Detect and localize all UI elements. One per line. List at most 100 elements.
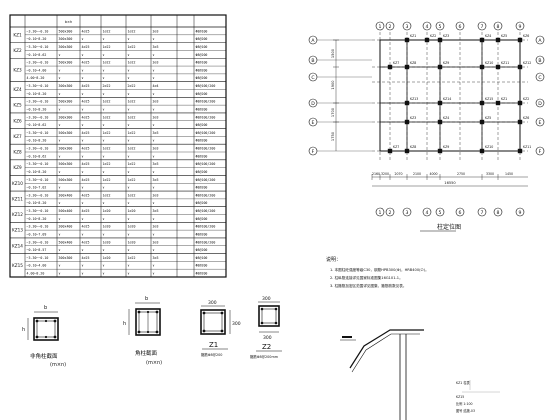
column-mark	[437, 37, 443, 43]
table-cell: ∨	[153, 264, 155, 268]
section-outline	[200, 309, 226, 335]
table-cell: Φ8@100	[196, 256, 208, 260]
table-cell: Φ8@100/200	[196, 240, 216, 244]
table-cell: 1∅20	[103, 209, 111, 213]
table-cell: ∨	[82, 272, 84, 276]
table-cell: −3.30~−0.10	[27, 225, 49, 229]
table-cell: Φ8@200	[196, 107, 208, 111]
column-mark	[437, 119, 443, 125]
dim-text-vertical: 1700	[331, 107, 335, 117]
axis-bubble-bottom-label: 7	[481, 210, 484, 216]
table-cell: Φ8@100/200	[196, 115, 216, 119]
eave-detail	[340, 329, 424, 420]
table-cell: Φ8@200	[196, 76, 208, 80]
table-border	[9, 14, 227, 278]
table-cell: 500x300	[59, 162, 73, 166]
table-cell: Φ8@200	[196, 232, 208, 236]
table-cell: −3.30~−0.10	[27, 193, 49, 197]
axis-bubble-bottom-label: 9	[519, 210, 522, 216]
column-mark	[495, 100, 501, 106]
table-cell: −3.30~−0.10	[27, 131, 49, 135]
table-cell: ∨	[128, 53, 130, 57]
table-cell: 1∅22	[128, 147, 136, 151]
table-cell: ∨	[59, 53, 61, 57]
table-cell: ∨	[103, 272, 105, 276]
table-cell: ∨	[59, 170, 61, 174]
axis-bubble-bottom	[477, 207, 487, 217]
table-cell: −3.30~−0.10	[27, 209, 49, 213]
table-cell: 4.00~8.20	[27, 76, 45, 80]
table-cell: −3.30~−0.10	[27, 115, 49, 119]
table-cell: ∨	[128, 248, 130, 252]
column-label: KZ7	[393, 61, 399, 65]
table-cell: −0.10~8.20	[27, 139, 47, 143]
rebar-dot	[35, 319, 39, 323]
table-cell: 4∅25	[82, 84, 90, 88]
notes-line-2: 2. 柱纵筋连接详见国家标准图集16G101-1。	[330, 275, 403, 280]
table-cell: ∨	[59, 248, 61, 252]
axis-bubble-right	[535, 35, 545, 45]
table-cell: ∨	[128, 232, 130, 236]
z1-caption: Z1	[209, 341, 218, 349]
title-line-1: KZ1 柱表	[456, 380, 471, 385]
section-detail-z1: 300 300 Z1 箍筋Φ8@200	[200, 300, 241, 357]
table-cell: 3∅3	[153, 162, 159, 166]
dim-text-horizontal: 2160	[372, 172, 380, 176]
table-cell: 1∅22	[128, 162, 136, 166]
table-cell: ∨	[82, 217, 84, 221]
table-cell: ∨	[103, 170, 105, 174]
table-cell: 3∅3	[153, 209, 159, 213]
table-cell: Φ8@100/200	[196, 178, 216, 182]
column-label: KZ3	[410, 116, 416, 120]
table-cell: 1∅22	[103, 100, 111, 104]
rebar-dot	[220, 329, 224, 333]
table-cell: ∨	[128, 154, 130, 158]
table-cell: Φ8@200	[196, 170, 208, 174]
column-label: KZ5	[485, 116, 491, 120]
table-cell: −0.10~8.57	[27, 248, 47, 252]
table-row-label: KZ4	[13, 87, 22, 92]
dim-text-horizontal: 1450	[505, 172, 513, 176]
axis-bubble-bottom	[375, 207, 385, 217]
rebar-dot	[35, 335, 39, 339]
table-cell: Φ8@200	[196, 53, 208, 57]
axis-bubble-bottom-label: 8	[497, 210, 500, 216]
rebar-dot	[274, 307, 278, 311]
rebar-dot	[202, 311, 206, 315]
table-cell: 3∅3	[153, 29, 159, 33]
table-cell: ∨	[82, 76, 84, 80]
column-mark	[495, 37, 501, 43]
table-cell: −3.30~−0.10	[27, 147, 49, 151]
axis-bubble-top-label: 4	[426, 24, 429, 30]
table-cell: −0.10~7.09	[27, 232, 47, 236]
column-label: KZ11	[523, 145, 531, 149]
table-cell: −3.30~−0.10	[27, 84, 49, 88]
table-cell: 300x300	[59, 84, 73, 88]
table-row-label: KZ6	[13, 118, 22, 123]
table-cell: Φ8@100/200	[196, 162, 216, 166]
column-mark	[517, 64, 523, 70]
table-cell: Φ8@200	[196, 186, 208, 190]
table-cell: ∨	[103, 139, 105, 143]
rebar-dot	[146, 330, 150, 334]
table-cell: −3.30~−0.10	[27, 45, 49, 49]
column-label: KZ3	[443, 34, 449, 38]
table-cell: ∨	[103, 53, 105, 57]
stirrup	[36, 320, 56, 338]
table-cell: −3.30~−0.10	[27, 162, 49, 166]
table-cell: 500x300	[59, 29, 73, 33]
column-label: KZ6	[523, 34, 529, 38]
dim-text-vertical: 1500	[331, 48, 335, 58]
title-line-3: 比例 1:100	[456, 401, 473, 406]
table-cell: 1∅22	[128, 29, 136, 33]
table-cell: ∨	[128, 37, 130, 41]
table-row-label: KZ11	[12, 196, 23, 201]
table-cell: 3∅3	[153, 240, 159, 244]
axis-bubble-top-label: 8	[497, 24, 500, 30]
table-row-label: KZ13	[12, 228, 23, 233]
table-cell: ∨	[128, 217, 130, 221]
axis-bubble-top	[402, 21, 412, 31]
table-cell: ∨	[59, 201, 61, 205]
axis-bubble-left-label: D	[311, 101, 315, 107]
table-cell: 3∅3	[153, 147, 159, 151]
